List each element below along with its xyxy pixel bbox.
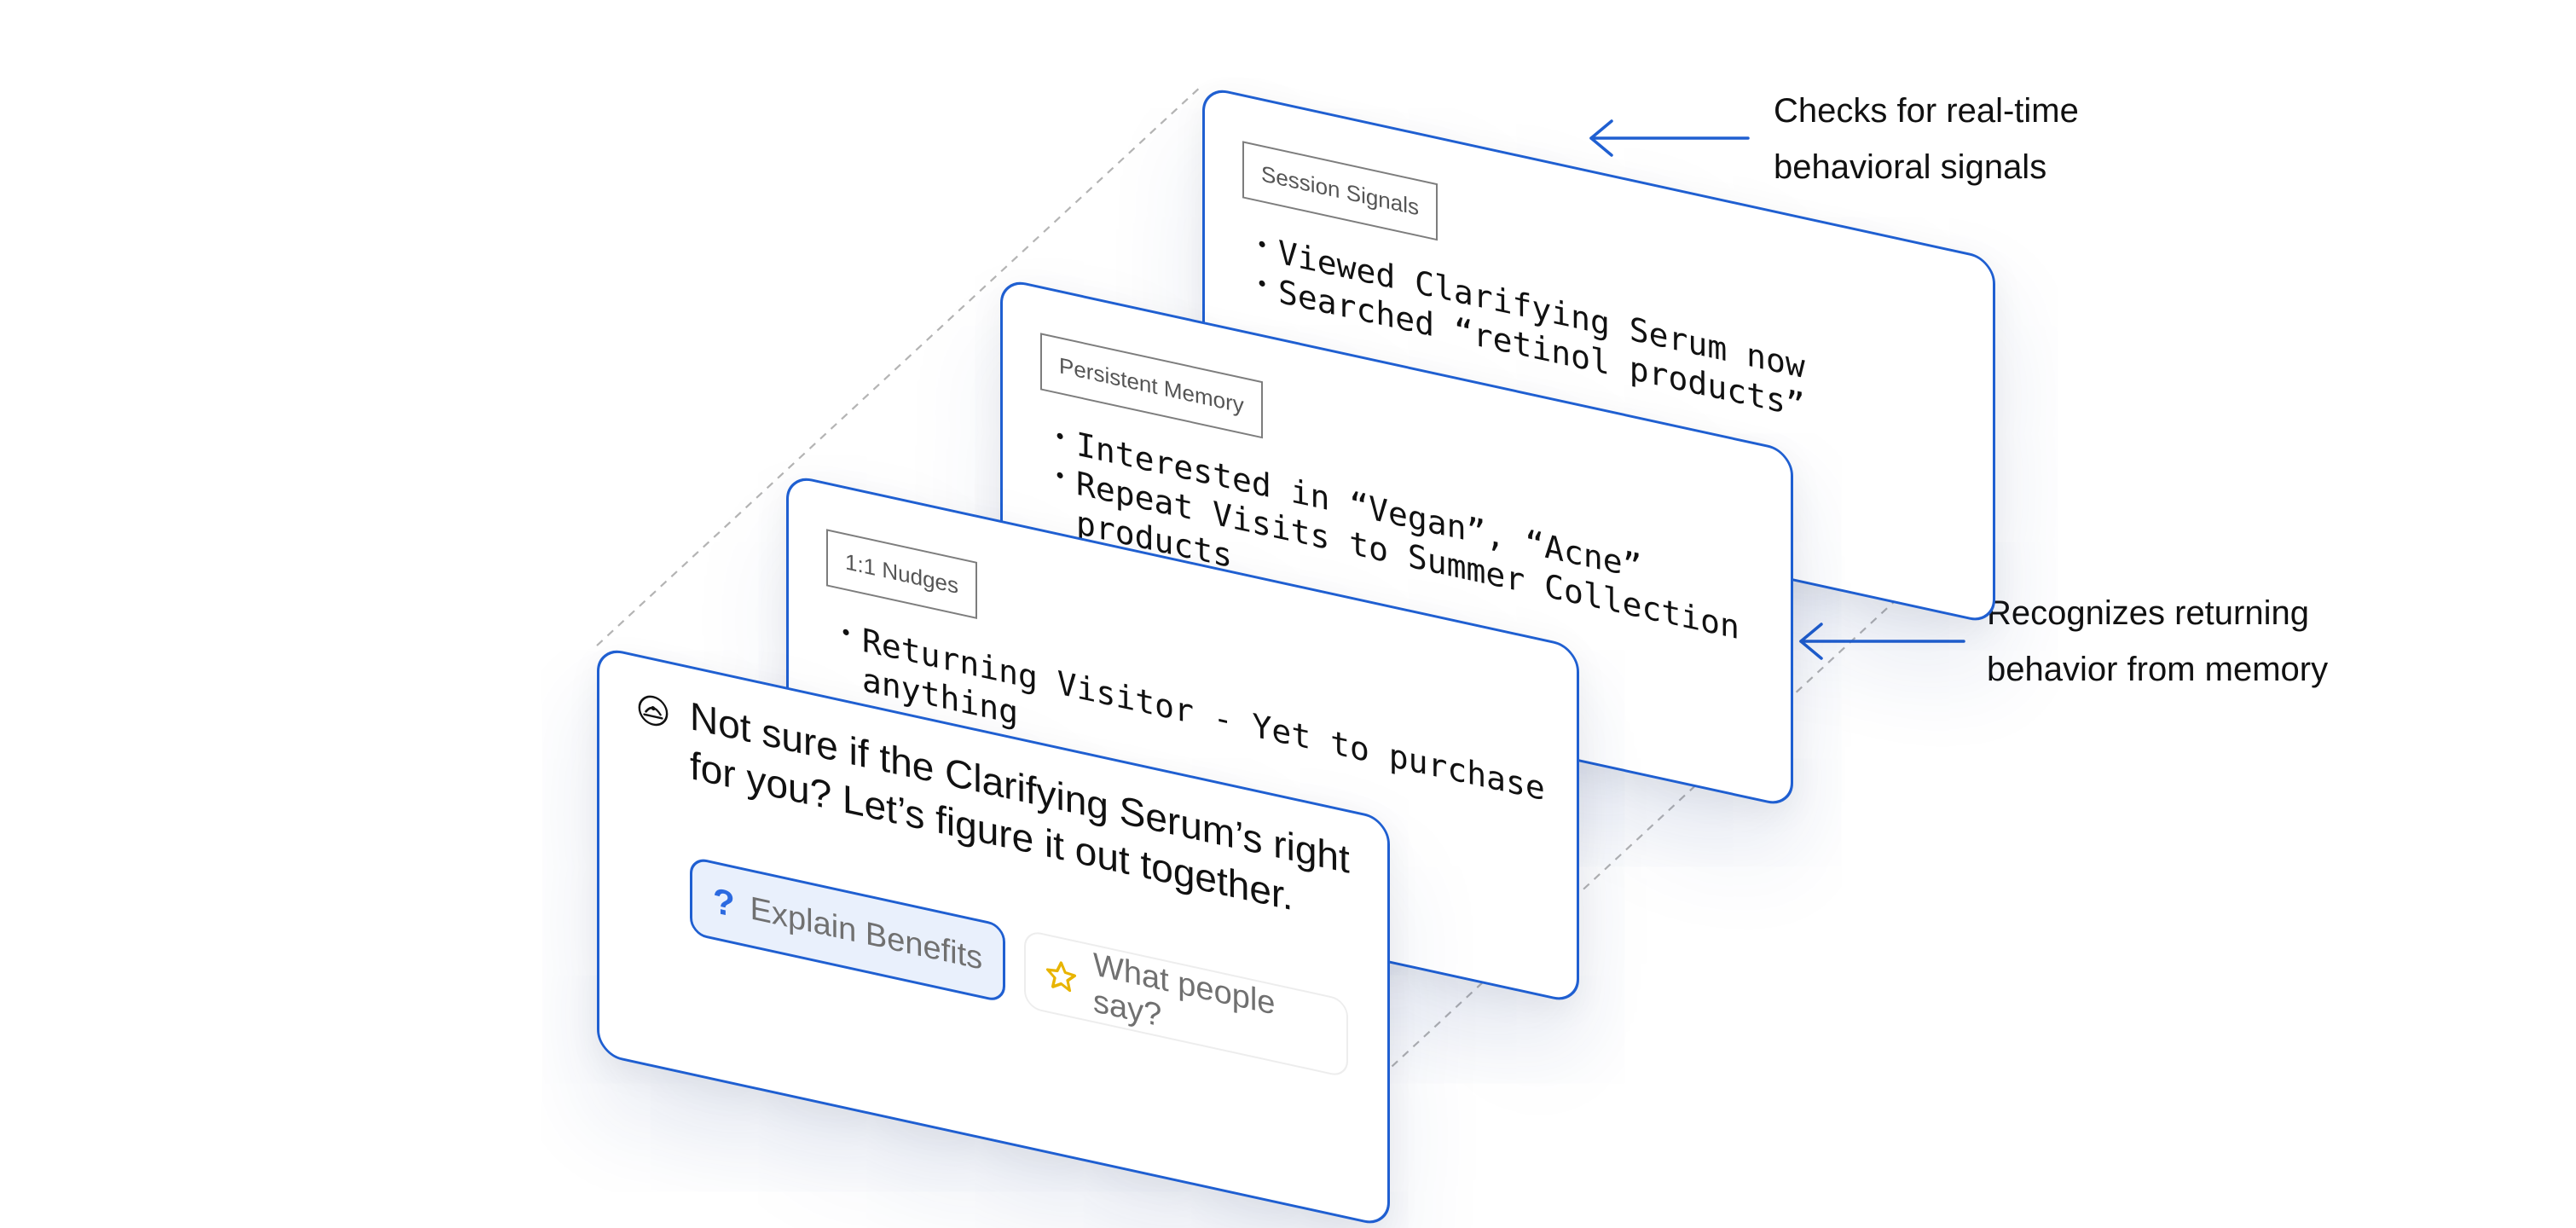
persistent-memory-tag: Persistent Memory [1040, 333, 1263, 439]
arrow-left-icon [1799, 623, 1965, 660]
annotation-line: Checks for real-time [1774, 92, 2079, 130]
star-icon [1045, 961, 1077, 993]
what-people-say-button[interactable]: What people say? [1024, 929, 1348, 1079]
arrow-left-icon [1589, 119, 1750, 157]
annotation-line: behavioral signals [1774, 148, 2047, 186]
annotation-line: Recognizes returning [1987, 594, 2309, 632]
annotation-line: behavior from memory [1987, 651, 2329, 688]
nudges-tag: 1:1 Nudges [826, 529, 977, 619]
explain-benefits-label: Explain Benefits [750, 889, 983, 977]
annotation-session-signals: Checks for real-time behavioral signals [1774, 83, 2079, 195]
annotation-persistent-memory: Recognizes returning behavior from memor… [1987, 585, 2328, 698]
session-signals-tag: Session Signals [1242, 141, 1438, 241]
assistant-icon [638, 695, 669, 727]
chat-nudge-card: Not sure if the Clarifying Serum’s right… [597, 646, 1390, 1228]
dashed-connector [596, 84, 1203, 646]
question-icon: ? [713, 879, 735, 925]
what-people-say-label: What people say? [1093, 947, 1276, 1034]
layered-diagram: Session Signals Viewed Clarifying Serum … [0, 0, 2576, 1151]
explain-benefits-button[interactable]: ? Explain Benefits [690, 855, 1005, 1004]
